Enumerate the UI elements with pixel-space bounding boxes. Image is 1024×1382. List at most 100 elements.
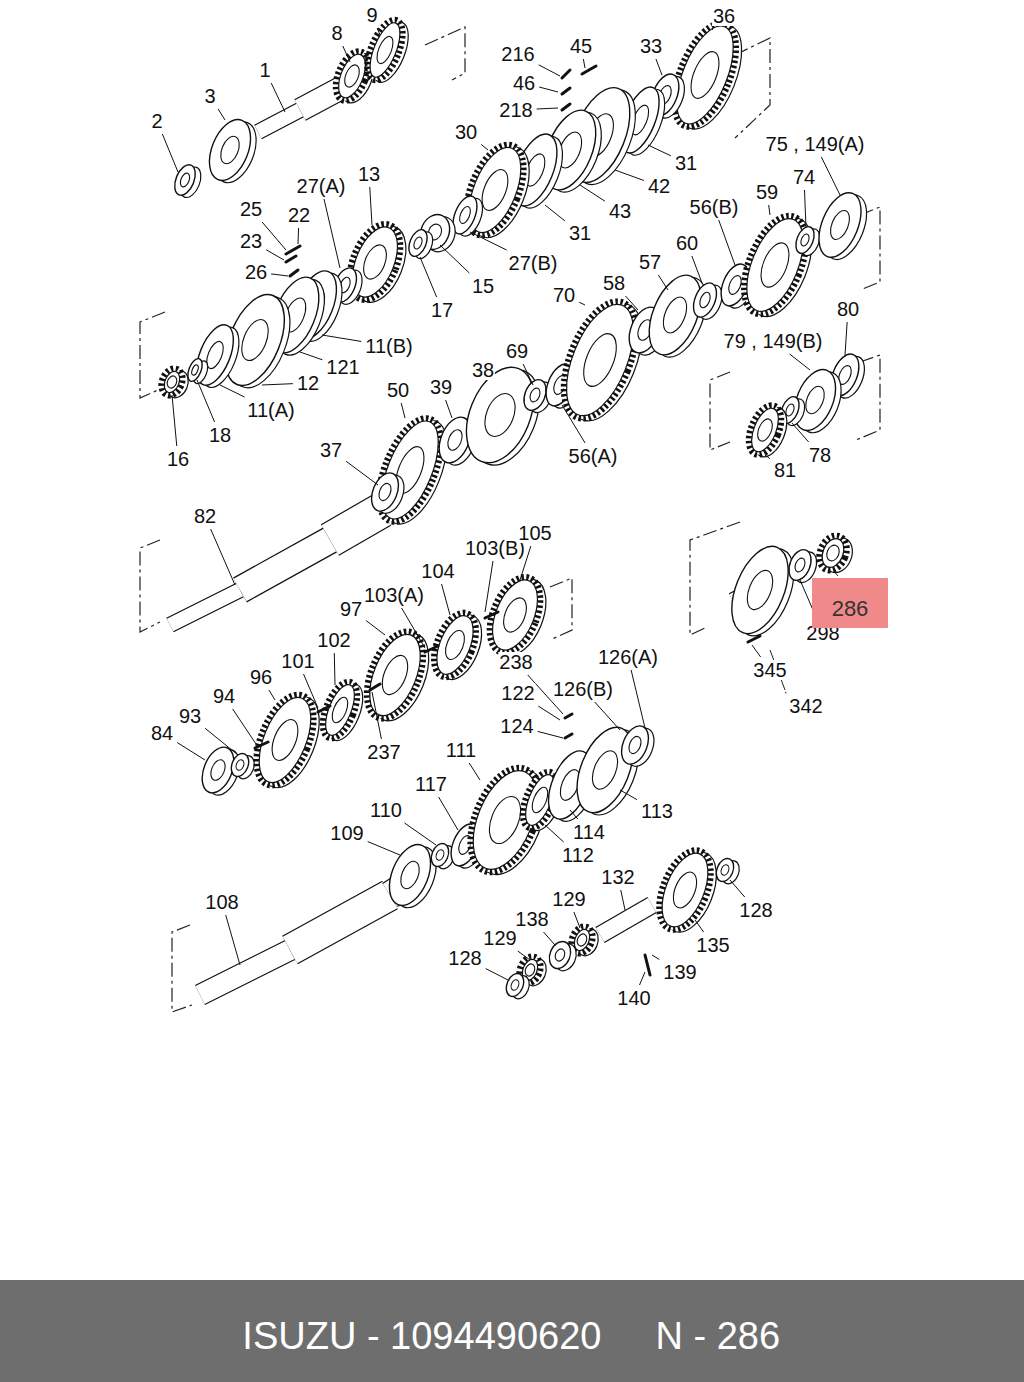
leader-line [658,275,668,290]
leader-line [262,384,293,385]
leader-line [845,322,847,355]
callout-number: 345 [752,660,787,680]
callout-number: 1 [258,60,271,80]
pin-part [286,246,300,254]
leader-line [765,455,770,459]
leader-line [343,46,350,62]
leader-line [440,245,469,273]
part-face [545,938,574,971]
callout-number: 59 [755,182,779,202]
callout-number: 103(A) [363,585,425,605]
part-bore [529,785,551,815]
shaft [170,86,760,995]
leader-line [537,108,558,109]
part-face [189,320,241,391]
leader-line [405,823,436,845]
ring-part [689,280,727,323]
ring-part [545,938,580,974]
callout-number: 111 [445,740,477,760]
shaft-body [240,540,330,590]
leader-line [545,825,564,842]
leader-line [805,190,806,228]
leader-line [486,969,508,980]
leader-line [271,83,285,112]
leader-line [648,145,671,156]
callout-number: 78 [808,445,832,465]
gear-teeth [329,47,374,106]
part-bore [499,595,531,636]
footer-text: ISUZU - 1094490620 [242,1317,601,1355]
gear [245,687,331,796]
part-face [428,841,452,869]
pin-part [290,270,298,276]
part-face [366,469,403,515]
part-face [171,162,200,198]
gear-teeth [814,531,852,574]
part-bore [553,947,566,962]
gear-teeth [426,607,485,684]
callout-number: 22 [287,205,311,225]
callout-number: 38 [471,360,495,380]
part-bore [208,758,228,783]
callout-number: 104 [420,561,455,581]
gear-teeth [157,365,186,398]
callout-number: 9 [365,5,378,25]
gear [649,843,727,940]
leader-line [322,335,361,341]
callout-number: 108 [204,892,239,912]
part-bore [799,233,810,247]
leader-line [620,790,637,800]
part-face [228,751,252,779]
gear-face [249,690,322,789]
leader-line [205,728,238,755]
callout-number: 80 [836,299,860,319]
gear-teeth [366,410,454,531]
callout-number: 138 [514,909,549,929]
callout-number: 56(B) [689,197,740,217]
part-bore [587,747,622,793]
callout-number: 96 [249,667,273,687]
gear-face [735,211,814,319]
part-bore [793,557,807,574]
gear [814,531,857,576]
shaft-outline [200,950,290,995]
gear-teeth [480,570,551,661]
leader-line [446,400,452,418]
part-bore [827,208,853,242]
pin-part [318,706,330,712]
callout-number: 81 [773,460,797,480]
callout-number: 16 [166,449,190,469]
part-face [811,187,870,264]
part-face [689,280,721,321]
gear-face [653,847,717,934]
shaft-body [258,110,300,132]
callout-number: 218 [498,100,533,120]
ring-part [721,538,806,644]
leader-line [366,621,385,635]
part-bore [190,364,199,376]
callout-number: 57 [638,252,662,272]
callout-number: 37 [319,440,343,460]
part-bore [397,859,423,892]
part-bore [165,374,178,389]
callout-number: 31 [674,153,698,173]
callout-number: 3 [203,86,216,106]
leader-line [692,256,702,283]
leader-line [233,709,256,744]
part-bore [825,543,842,562]
callout-number: 70 [552,285,576,305]
part-bore [802,384,828,417]
callout-number: 135 [695,935,730,955]
callout-number: 121 [325,357,360,377]
ring-part [453,357,552,474]
gear-teeth [742,401,787,460]
callout-number: 42 [647,176,671,196]
leader-line [583,59,585,68]
shaft-outline [290,895,390,950]
leader-line [402,608,425,648]
callout-number: 56(A) [568,446,619,466]
pin [255,66,760,975]
callout-number: 117 [414,774,448,794]
part-bore [575,932,588,947]
leader-line [790,354,810,370]
